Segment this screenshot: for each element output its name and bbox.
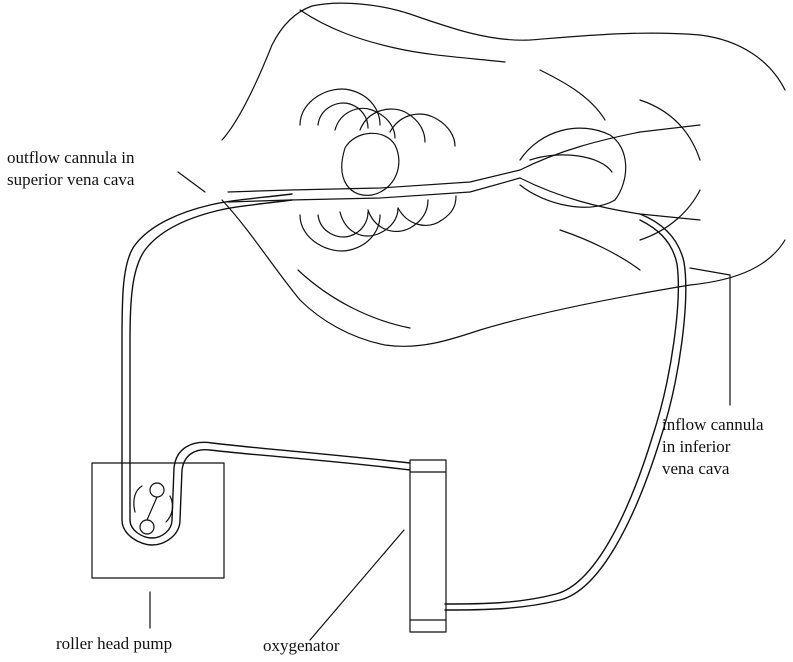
rib-cage bbox=[300, 89, 456, 251]
roller-head-pump bbox=[92, 463, 224, 578]
outflow-label-line1: outflow cannula in bbox=[7, 148, 134, 167]
outflow-label-line2: superior vena cava bbox=[7, 170, 134, 189]
inflow-label-line2: in inferior bbox=[662, 437, 730, 456]
body-illustration bbox=[222, 3, 785, 346]
oxygenator-label: oxygenator bbox=[263, 636, 339, 655]
inflow-label-line3: vena cava bbox=[662, 459, 729, 478]
leader-lines bbox=[150, 172, 730, 640]
pump-label: roller head pump bbox=[56, 634, 172, 653]
vena-cava bbox=[228, 125, 700, 220]
pelvis bbox=[520, 70, 700, 270]
tubing-circuit bbox=[122, 194, 686, 610]
oxygenator-unit bbox=[410, 460, 446, 632]
inflow-label-line1: inflow cannula bbox=[662, 415, 764, 434]
